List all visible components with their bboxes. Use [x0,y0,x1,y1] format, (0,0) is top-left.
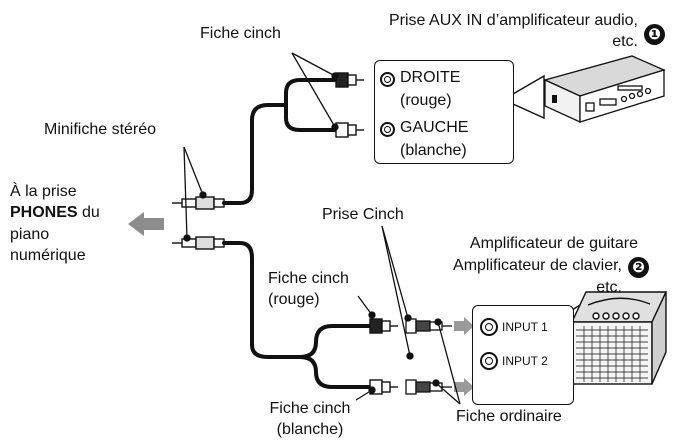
insert-arrow-1 [454,317,474,335]
badge-2: ❷ [628,257,649,278]
rca-plug-red-bottom [369,318,398,334]
jack-gauche-icon [380,122,395,137]
ampli-guitare-label: Amplificateur de guitare [469,235,638,252]
adapter-bottom [405,379,452,395]
blanche-top-label: (blanche) [400,142,467,159]
phones-bold: PHONES [10,204,78,221]
gauche-label: GAUCHE [400,119,469,136]
fiche-cinch-blanche-label-2: (blanche) [276,421,344,438]
phones-du: du [77,204,100,221]
cable-bottom-split-r [298,324,372,359]
droite-label: DROITE [400,69,461,86]
phones-line1: À la prise [10,183,77,200]
cable-bottom-split-l [298,355,372,389]
adapter-top [405,318,452,334]
cable-top [222,103,288,205]
fiche-ordinaire-label: Fiche ordinaire [456,408,562,425]
fiche-cinch-top-label: Fiche cinch [200,25,281,42]
etc-2-label: etc. [596,279,622,296]
phones-line4: numérique [10,247,86,264]
fiche-cinch-rouge-label-2: (rouge) [268,291,320,308]
fiche-cinch-rouge-label-1: Fiche cinch [268,270,349,287]
fiche-cinch-blanche-label-1: Fiche cinch [269,400,351,417]
badge-1: ❶ [644,24,665,45]
minifiche-stereo-label: Minifiche stéréo [44,121,157,138]
cable-bottom [222,241,302,359]
input-1-jack-icon [480,318,498,336]
rouge-top-label: (rouge) [400,92,452,109]
mini-plug-top [172,196,225,210]
prise-cinch-label: Prise Cinch [322,206,404,223]
aux-in-label-line2: etc. [612,33,638,50]
rca-plug-white-top [335,122,364,138]
phones-arrow [128,212,164,236]
input-2-label: INPUT 2 [502,354,548,368]
callout-top [512,74,545,120]
jack-droite-icon [380,72,395,87]
audio-amplifier-device [543,55,666,124]
cable-top-split-r [284,78,338,107]
input-2-jack-icon [480,352,498,370]
insert-arrow-2 [454,378,474,396]
aux-in-label-line1: Prise AUX IN d’amplificateur audio, [389,12,638,29]
rca-plug-red-top [335,72,364,88]
aux-in-jack-panel [374,60,514,164]
phones-line3: piano [10,226,50,243]
mini-plug-bottom [172,236,225,250]
phones-line2: PHONES du [10,203,100,223]
cable-top-split-l [284,103,338,132]
ampli-clavier-label: Amplificateur de clavier, [453,257,622,274]
input-1-label: INPUT 1 [502,320,548,334]
instrument-amplifier-device [570,291,668,385]
